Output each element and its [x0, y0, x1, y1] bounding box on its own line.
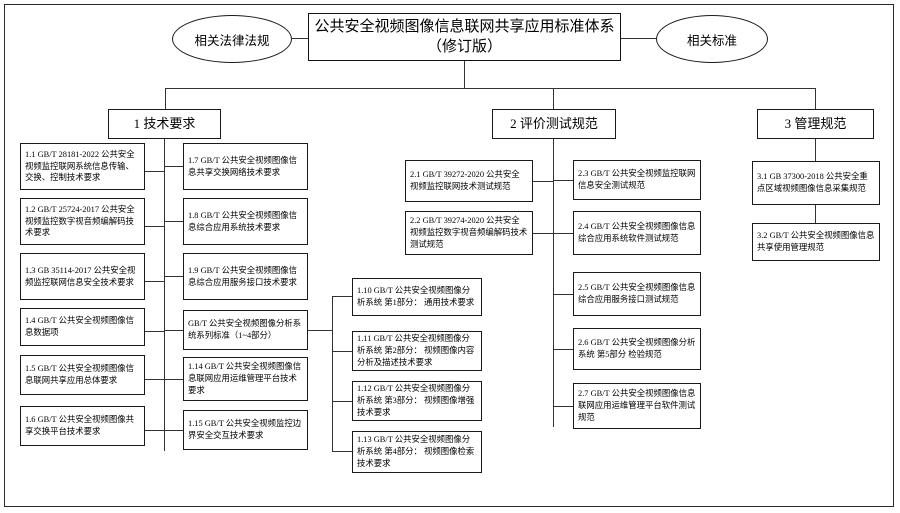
- node-3-1[interactable]: 3.1 GB 37300-2018 公共安全重点区域视频图像信息采集规范: [752, 161, 880, 205]
- connector-spine2-to-2-5: [553, 294, 573, 295]
- node-1-series[interactable]: GB/T 公共安全视频图像分析系统系列标准（1~4部分）: [183, 310, 308, 350]
- node-3-2[interactable]: 3.2 GB/T 公共安全视频图像信息共享使用管理规范: [752, 223, 880, 261]
- node-1-7-label: 1.7 GB/T 公共安全视频图像信息共享交换网络技术要求: [188, 155, 297, 177]
- node-1-7[interactable]: 1.7 GB/T 公共安全视频图像信息共享交换网络技术要求: [183, 143, 308, 190]
- connector-subspine-to-1-10: [332, 296, 352, 297]
- node-1-5[interactable]: 1.5 GB/T 公共安全视频图像信息联网共享应用总体要求: [20, 355, 145, 395]
- node-1-9-label: 1.9 GB/T 公共安全视频图像信息综合应用服务接口技术要求: [188, 265, 297, 287]
- node-main-title[interactable]: 公共安全视频图像信息联网共享应用标准体系 （修订版）: [308, 13, 621, 61]
- node-1-12-label: 1.12 GB/T 公共安全视频图像分析系统 第3部分： 视频图像增强技术要求: [357, 384, 475, 417]
- node-1-13-label: 1.13 GB/T 公共安全视频图像分析系统 第4部分： 视频图像检索技术要求: [357, 435, 475, 468]
- node-1-14[interactable]: 1.14 GB/T 公共安全视频图像信息联网应用运维管理平台技术要求: [183, 357, 308, 401]
- node-1-3[interactable]: 1.3 GB 35114-2017 公共安全视频监控联网信息安全技术要求: [20, 253, 145, 300]
- connector-spine1-to-1-2: [145, 226, 165, 227]
- connector-spine2-to-2-2: [533, 233, 554, 234]
- node-category-2-label: 2 评价测试规范: [510, 116, 598, 132]
- node-2-4-label: 2.4 GB/T 公共安全视频图像信息综合应用系统软件测试规范: [578, 222, 696, 243]
- node-1-1[interactable]: 1.1 GB/T 28181-2022 公共安全视频监控联网系统信息传输、交换、…: [20, 143, 145, 190]
- connector-spine1-to-1-9: [164, 276, 184, 277]
- connector-3-1-to-3-2: [815, 205, 816, 223]
- connector-spine2-to-2-1: [533, 181, 554, 182]
- node-2-1-label: 2.1 GB/T 39272-2020 公共安全视频监控联网技术测试规范: [410, 170, 520, 191]
- node-1-15[interactable]: 1.15 GB/T 公共安全视频监控边界安全交互技术要求: [183, 410, 308, 450]
- node-1-10-label: 1.10 GB/T 公共安全视频图像分析系统 第1部分： 通用技术要求: [357, 286, 475, 307]
- node-2-7-label: 2.7 GB/T 公共安全视频图像信息联网应用运维管理平台软件测试规范: [578, 389, 696, 422]
- connector-spine1-to-1-6: [145, 430, 165, 431]
- node-1-2[interactable]: 1.2 GB/T 25724-2017 公共安全视频监控数字视音频编解码技术要求: [20, 198, 145, 245]
- node-2-2-label: 2.2 GB/T 39274-2020 公共安全视频监控数字视音频编解码技术测试…: [410, 216, 528, 249]
- node-1-2-label: 1.2 GB/T 25724-2017 公共安全视频监控数字视音频编解码技术要求: [25, 204, 135, 238]
- node-related-standards[interactable]: 相关标准: [656, 15, 768, 63]
- spine-series: [332, 296, 333, 451]
- node-category-2[interactable]: 2 评价测试规范: [492, 109, 616, 139]
- connector-spine2-to-2-3: [553, 180, 573, 181]
- node-1-series-label: GB/T 公共安全视频图像分析系统系列标准（1~4部分）: [188, 319, 302, 340]
- node-1-13[interactable]: 1.13 GB/T 公共安全视频图像分析系统 第4部分： 视频图像检索技术要求: [352, 431, 482, 473]
- connector-spine2-to-2-7: [553, 406, 573, 407]
- spine-category-3: [815, 139, 816, 161]
- node-1-9[interactable]: 1.9 GB/T 公共安全视频图像信息综合应用服务接口技术要求: [183, 253, 308, 300]
- node-1-1-label: 1.1 GB/T 28181-2022 公共安全视频监控联网系统信息传输、交换、…: [25, 149, 135, 183]
- connector-spine2-to-2-4: [553, 233, 573, 234]
- node-related-standards-label: 相关标准: [686, 33, 737, 48]
- node-2-6-label: 2.6 GB/T 公共安全视频图像分析系统 第5部分 检验规范: [578, 338, 696, 359]
- spine-category-2: [553, 139, 554, 427]
- node-1-10[interactable]: 1.10 GB/T 公共安全视频图像分析系统 第1部分： 通用技术要求: [352, 278, 482, 316]
- connector-spine1-to-1-5: [145, 379, 165, 380]
- connector-top-bus: [165, 88, 815, 89]
- node-2-6[interactable]: 2.6 GB/T 公共安全视频图像分析系统 第5部分 检验规范: [573, 328, 701, 370]
- connector-spine1-to-1-3: [145, 281, 165, 282]
- node-1-14-label: 1.14 GB/T 公共安全视频图像信息联网应用运维管理平台技术要求: [188, 362, 302, 395]
- node-related-laws[interactable]: 相关法律法规: [172, 15, 292, 63]
- node-2-3-label: 2.3 GB/T 公共安全视频监控联网信息安全测试规范: [578, 169, 696, 190]
- node-category-3-label: 3 管理规范: [784, 116, 847, 132]
- node-1-3-label: 1.3 GB 35114-2017 公共安全视频监控联网信息安全技术要求: [25, 265, 136, 287]
- connector-title-to-standards: [621, 38, 657, 39]
- node-1-5-label: 1.5 GB/T 公共安全视频图像信息联网共享应用总体要求: [25, 364, 134, 385]
- connector-spine1-to-1-1: [145, 171, 165, 172]
- connector-series-to-subspine: [308, 330, 332, 331]
- node-category-3[interactable]: 3 管理规范: [757, 109, 874, 139]
- node-related-laws-label: 相关法律法规: [194, 33, 270, 48]
- connector-spine1-to-1-15: [164, 430, 184, 431]
- connector-bus-to-cat3: [815, 88, 816, 109]
- node-1-15-label: 1.15 GB/T 公共安全视频监控边界安全交互技术要求: [188, 419, 302, 440]
- node-1-11-label: 1.11 GB/T 公共安全视频图像分析系统 第2部分： 视频图像内容分析及描述…: [357, 334, 475, 367]
- node-1-6[interactable]: 1.6 GB/T 公共安全视频图像共享交换平台技术要求: [20, 406, 145, 446]
- connector-spine1-to-1-8: [164, 221, 184, 222]
- node-1-4-label: 1.4 GB/T 公共安全视频图像信息数据项: [25, 316, 134, 337]
- node-2-4[interactable]: 2.4 GB/T 公共安全视频图像信息综合应用系统软件测试规范: [573, 211, 701, 255]
- node-2-7[interactable]: 2.7 GB/T 公共安全视频图像信息联网应用运维管理平台软件测试规范: [573, 383, 701, 429]
- node-2-2[interactable]: 2.2 GB/T 39274-2020 公共安全视频监控数字视音频编解码技术测试…: [405, 211, 533, 255]
- node-2-5-label: 2.5 GB/T 公共安全视频图像信息综合应用服务接口测试规范: [578, 283, 696, 304]
- node-2-3[interactable]: 2.3 GB/T 公共安全视频监控联网信息安全测试规范: [573, 160, 701, 200]
- node-3-1-label: 3.1 GB 37300-2018 公共安全重点区域视频图像信息采集规范: [757, 172, 868, 193]
- connector-title-down: [464, 61, 465, 88]
- connector-laws-to-title: [292, 38, 309, 39]
- node-1-11[interactable]: 1.11 GB/T 公共安全视频图像分析系统 第2部分： 视频图像内容分析及描述…: [352, 331, 482, 371]
- node-1-12[interactable]: 1.12 GB/T 公共安全视频图像分析系统 第3部分： 视频图像增强技术要求: [352, 381, 482, 421]
- spine-category-1: [164, 139, 165, 451]
- node-category-1-label: 1 技术要求: [133, 116, 196, 132]
- node-1-8-label: 1.8 GB/T 公共安全视频图像信息综合应用系统技术要求: [188, 210, 297, 232]
- connector-spine1-to-1-4: [145, 331, 165, 332]
- node-1-4[interactable]: 1.4 GB/T 公共安全视频图像信息数据项: [20, 308, 145, 346]
- connector-subspine-to-1-11: [332, 351, 352, 352]
- outer-frame: [4, 4, 894, 507]
- node-2-1[interactable]: 2.1 GB/T 39272-2020 公共安全视频监控联网技术测试规范: [405, 160, 533, 202]
- connector-spine1-to-series: [164, 330, 184, 331]
- node-3-2-label: 3.2 GB/T 公共安全视频图像信息共享使用管理规范: [757, 231, 875, 252]
- connector-spine1-to-1-7: [164, 166, 184, 167]
- connector-subspine-to-1-12: [332, 401, 352, 402]
- node-1-8[interactable]: 1.8 GB/T 公共安全视频图像信息综合应用系统技术要求: [183, 198, 308, 245]
- node-2-5[interactable]: 2.5 GB/T 公共安全视频图像信息综合应用服务接口测试规范: [573, 272, 701, 316]
- connector-subspine-to-1-13: [332, 451, 352, 452]
- node-1-6-label: 1.6 GB/T 公共安全视频图像共享交换平台技术要求: [25, 415, 134, 436]
- node-main-title-label: 公共安全视频图像信息联网共享应用标准体系 （修订版）: [314, 18, 615, 55]
- connector-spine2-to-2-6: [553, 349, 573, 350]
- connector-bus-to-cat2: [553, 88, 554, 109]
- connector-bus-to-cat1: [165, 88, 166, 109]
- connector-spine1-to-1-14: [164, 379, 184, 380]
- node-category-1[interactable]: 1 技术要求: [108, 109, 221, 139]
